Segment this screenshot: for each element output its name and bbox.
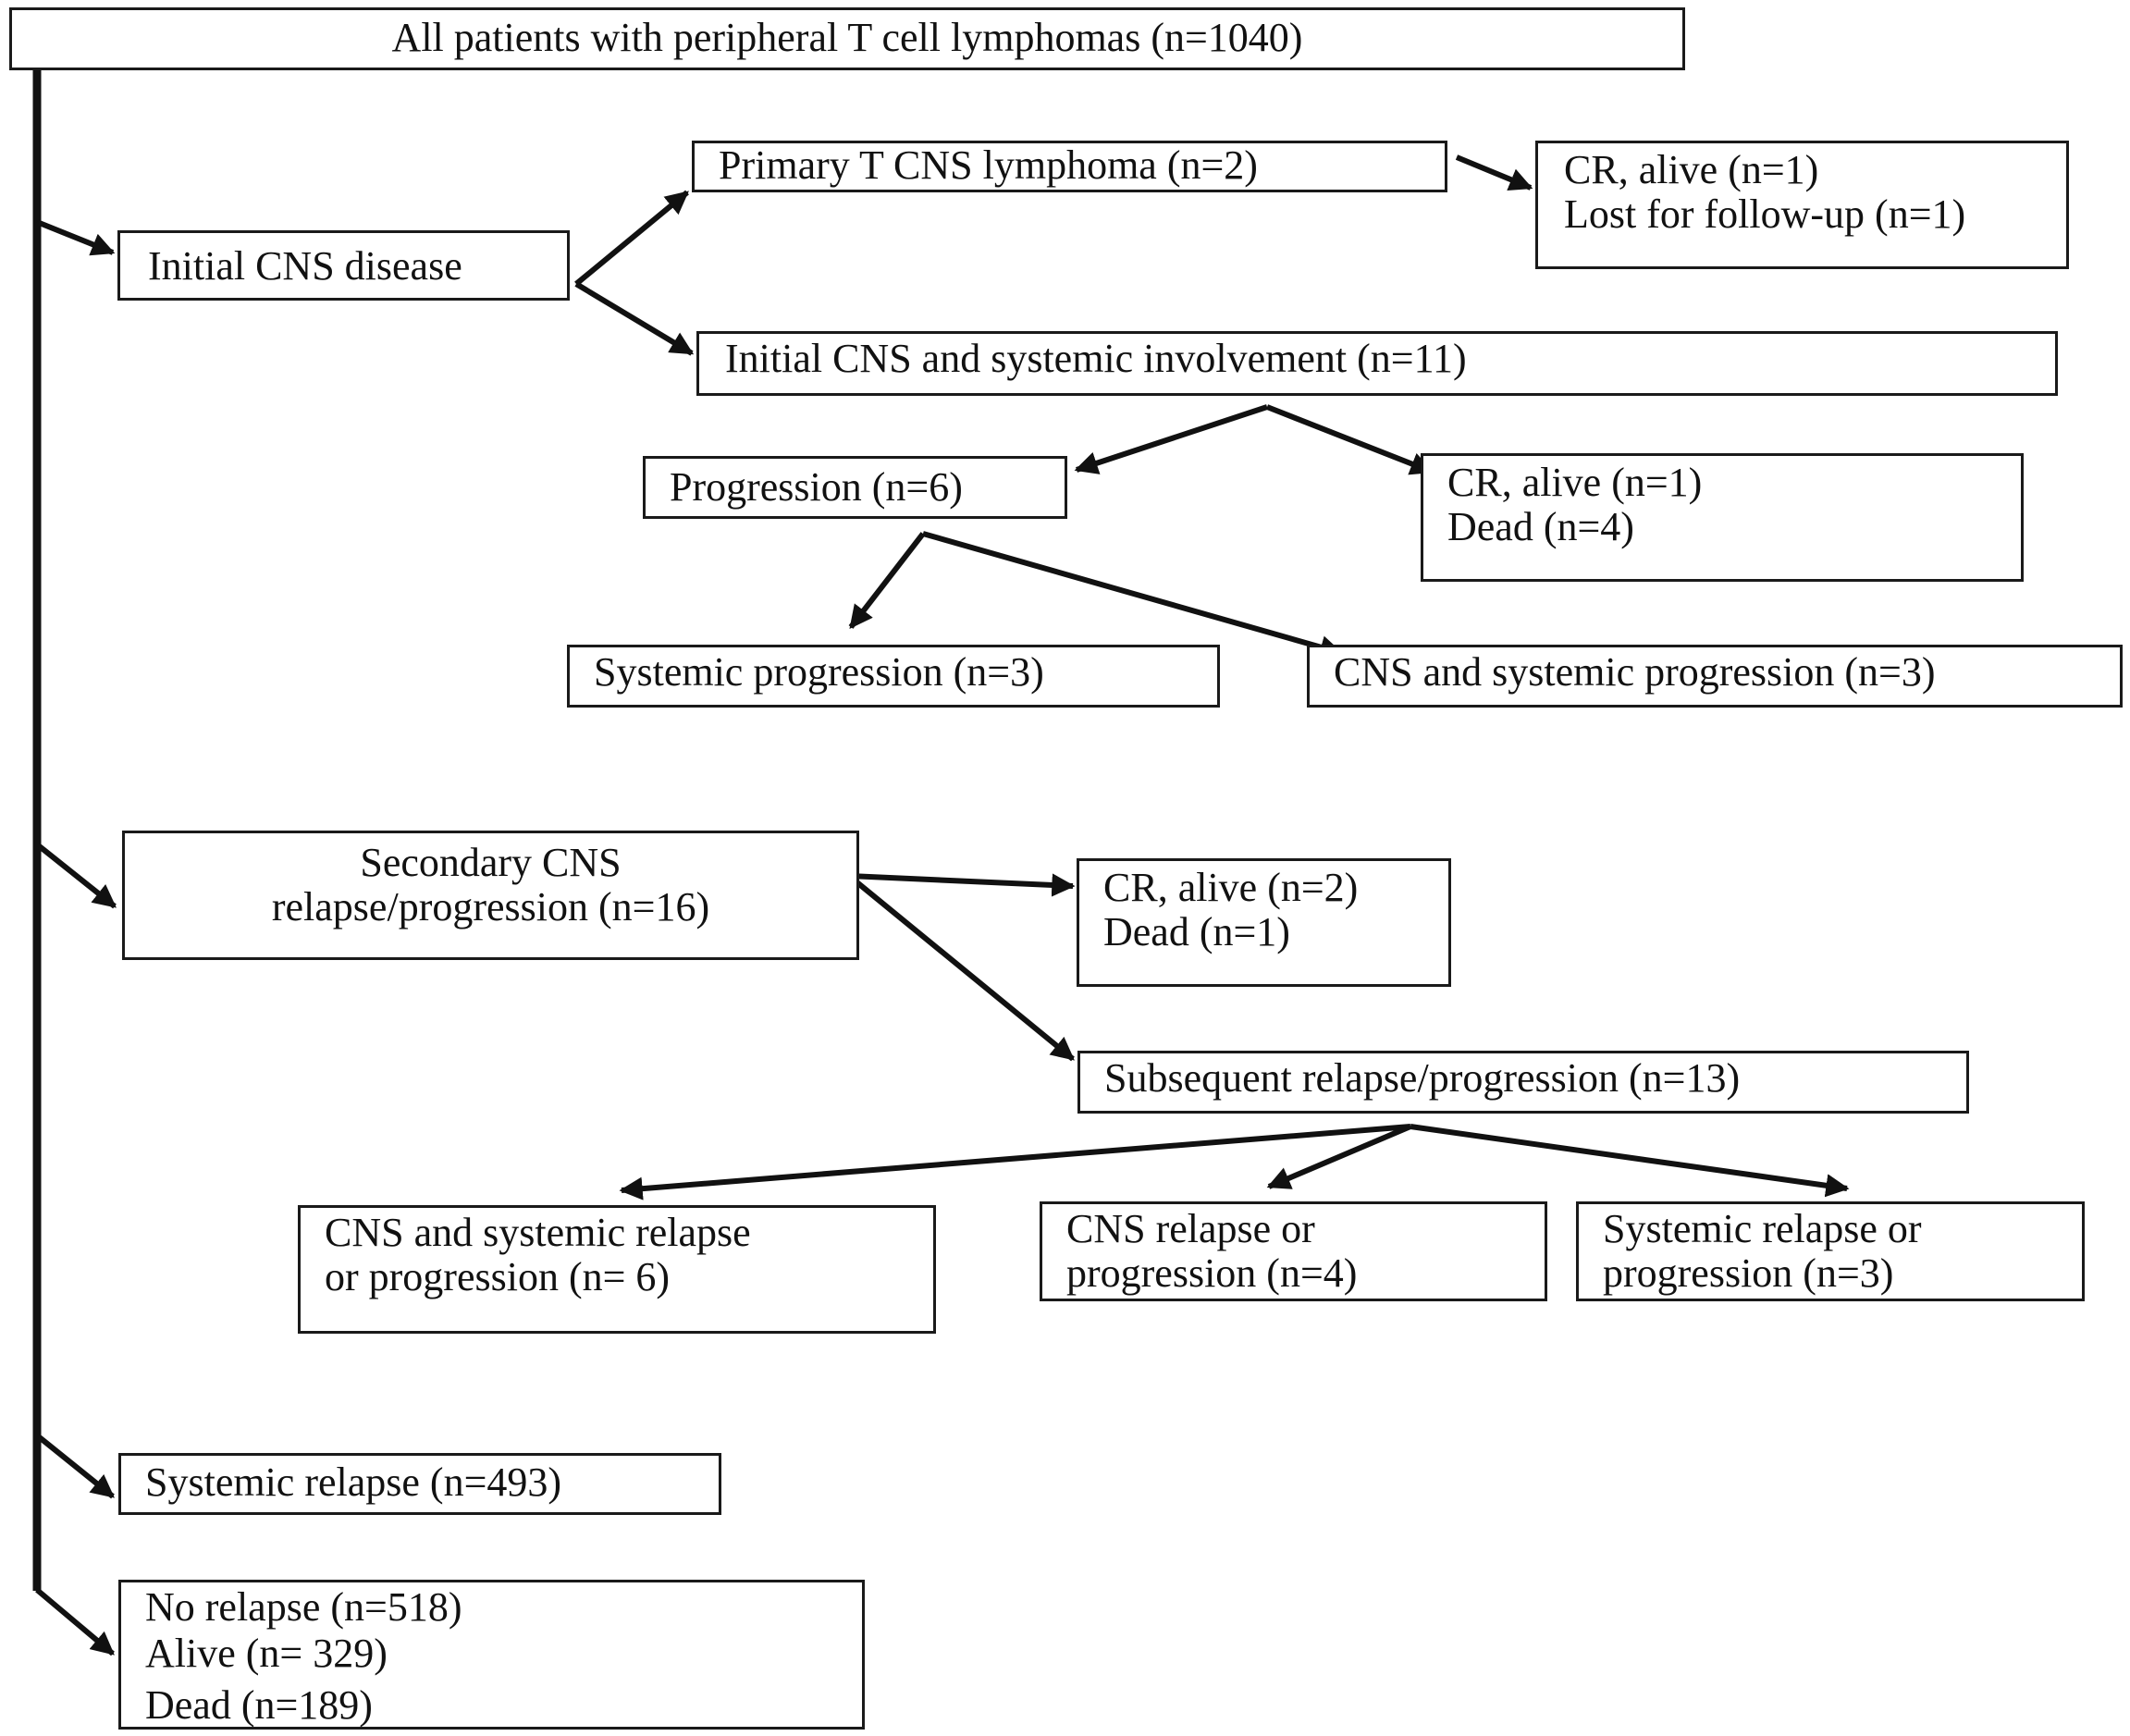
node-line: CNS and systemic relapse [325,1210,751,1255]
subsequent-relapse-node: Subsequent relapse/progression (n=13) [1077,1051,1969,1114]
node-line: CNS and systemic progression (n=3) [1334,649,1936,695]
no-relapse-node: No relapse (n=518) Alive (n= 329) Dead (… [118,1580,865,1730]
primary-t-cns-node: Primary T CNS lymphoma (n=2) [692,141,1447,192]
initial-cns-systemic-node: Initial CNS and systemic involvement (n=… [696,331,2058,396]
node-line: Secondary CNS [360,840,622,885]
node-line: or progression (n= 6) [325,1254,671,1299]
node-line: Lost for follow-up (n=1) [1564,191,1966,237]
node-line: progression (n=3) [1603,1250,1894,1296]
node-line: No relapse (n=518) [145,1584,462,1630]
connector-line [35,219,116,256]
node-line: progression (n=4) [1066,1250,1358,1296]
node-line: Initial CNS and systemic involvement (n=… [725,336,1467,381]
initial-cns-node: Initial CNS disease [117,230,570,301]
node-line: relapse/progression (n=16) [271,884,710,930]
connector-line [1265,404,1434,475]
node-line: Systemic relapse or [1603,1206,1922,1251]
cns-systemic-relapse-node: CNS and systemic relapse or progression … [298,1205,936,1334]
node-line: Subsequent relapse/progression (n=13) [1104,1055,1741,1101]
connector-line [1266,1124,1412,1189]
root-node: All patients with peripheral T cell lymp… [9,7,1685,70]
node-line: CNS relapse or [1066,1206,1315,1251]
secondary-cns-node: Secondary CNS relapse/progression (n=16) [122,831,859,960]
connector-line [847,873,1075,1062]
connector-line [848,873,1076,897]
node-line: CR, alive (n=2) [1103,865,1359,910]
connector-line [35,842,117,909]
cns-systemic-progression-node: CNS and systemic progression (n=3) [1307,645,2123,708]
connector-line [574,190,689,287]
node-line: Alive (n= 329) [145,1631,388,1676]
cns-relapse-node: CNS relapse or progression (n=4) [1040,1201,1547,1301]
connector-line [848,532,926,629]
connector-line [922,531,1344,659]
cr-alive-dead-secondary-node: CR, alive (n=2) Dead (n=1) [1077,858,1451,987]
node-line: Progression (n=6) [670,464,963,510]
connector-line [35,1587,115,1656]
systemic-progression-node: Systemic progression (n=3) [567,645,1220,708]
cr-alive-dead-node: CR, alive (n=1) Dead (n=4) [1421,453,2024,582]
node-line: Initial CNS disease [148,243,462,289]
connector-line [619,1124,1411,1200]
node-line: CR, alive (n=1) [1447,460,1703,505]
node-line: All patients with peripheral T cell lymp… [391,15,1303,60]
connector-line [1074,404,1268,474]
node-line: CR, alive (n=1) [1564,147,1819,192]
node-line: Systemic progression (n=3) [594,649,1044,695]
node-line: Dead (n=4) [1447,504,1634,549]
node-line: Systemic relapse (n=493) [145,1459,562,1505]
systemic-relapse-progression-node: Systemic relapse or progression (n=3) [1576,1201,2085,1301]
node-line: Primary T CNS lymphoma (n=2) [719,142,1258,188]
connector-line [35,1433,115,1499]
connector-line [574,281,695,356]
node-line: Dead (n=189) [145,1682,373,1728]
node-line: Dead (n=1) [1103,909,1290,954]
progression-node: Progression (n=6) [643,456,1067,519]
connector-line [1410,1124,1850,1198]
cr-alive-lost-node: CR, alive (n=1) Lost for follow-up (n=1) [1535,141,2069,269]
systemic-relapse-node: Systemic relapse (n=493) [118,1453,721,1515]
connector-line [1455,154,1533,191]
